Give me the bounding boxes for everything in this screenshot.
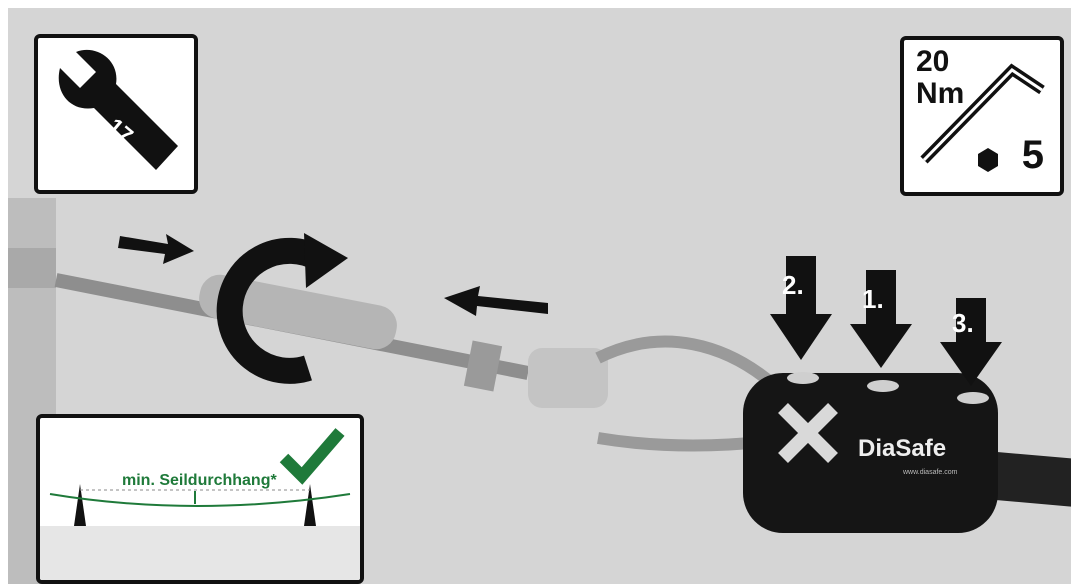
step-label-1: 1. — [862, 284, 884, 315]
push-right-arrow-icon — [118, 234, 194, 264]
lock-nut — [464, 341, 502, 392]
wrench-size-box: 17 — [34, 34, 198, 194]
brand-name: DiaSafe — [858, 435, 946, 462]
sag-label: min. Seildurchhang* — [122, 472, 277, 490]
brand-url: www.diasafe.com — [902, 469, 958, 476]
push-left-arrow-icon — [444, 286, 548, 316]
hex-key-size: 5 — [1022, 133, 1044, 178]
hex-icon — [978, 148, 998, 172]
check-icon — [284, 432, 340, 476]
wrench-icon — [38, 38, 194, 190]
sag-diagram — [40, 418, 360, 580]
step-label-2: 2. — [782, 270, 804, 301]
torque-box: 20 Nm 5 — [900, 36, 1064, 196]
shackle — [528, 348, 608, 408]
sag-inset: min. Seildurchhang* — [36, 414, 364, 584]
illustration-canvas: DiaSafe www.diasafe.com 2. 1. 3. 17 — [8, 8, 1071, 584]
step-label-3: 3. — [952, 308, 974, 339]
